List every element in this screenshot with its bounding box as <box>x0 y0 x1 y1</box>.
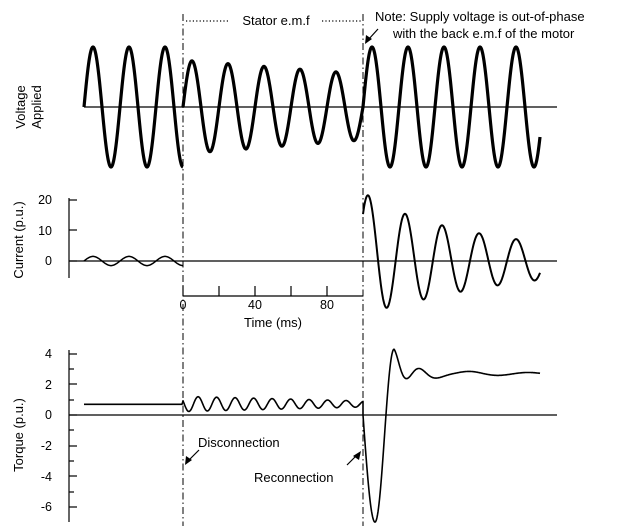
voltage-ylabel-line2: Applied <box>29 85 44 128</box>
current-wave-before <box>83 255 184 267</box>
voltage-wave-after <box>361 45 542 169</box>
note-line-2: with the back e.m.f of the motor <box>392 26 575 41</box>
current-ytick-label-0: 0 <box>45 254 52 268</box>
note-line-1: Note: Supply voltage is out-of-phase <box>375 9 585 24</box>
stator-emf-label: Stator e.m.f <box>242 13 310 28</box>
note-arrowhead <box>365 35 372 44</box>
time-tick-label-0: 0 <box>180 298 187 312</box>
torque-ytick-label-4: 4 <box>45 347 52 361</box>
current-ytick-label-10: 10 <box>38 224 52 238</box>
voltage-ylabel-line1: Voltage <box>13 85 28 128</box>
torque-curve <box>84 348 541 523</box>
voltage-wave-before <box>82 45 185 169</box>
torque-ytick-label-0: 0 <box>45 408 52 422</box>
time-tick-label-40: 40 <box>248 298 262 312</box>
current-ytick-label-20: 20 <box>38 193 52 207</box>
voltage-wave-stator-emf <box>181 59 365 154</box>
torque-ytick-label-2: 2 <box>45 378 52 392</box>
time-tick-label-80: 80 <box>320 298 334 312</box>
torque-ylabel: Torque (p.u.) <box>11 398 26 472</box>
torque-ytick-label-m2: -2 <box>41 439 52 453</box>
voltage-panel: Stator e.m.f Note: Supply voltage is out… <box>13 9 585 169</box>
torque-ytick-label-m6: -6 <box>41 500 52 514</box>
disconnection-arrowhead <box>185 456 192 465</box>
disconnection-label: Disconnection <box>198 435 280 450</box>
reconnection-arrowhead <box>353 451 361 460</box>
reconnection-label: Reconnection <box>254 470 334 485</box>
current-wave-after <box>362 194 541 309</box>
torque-panel: 4 2 0 -2 -4 -6 Disconnection Reconnectio… <box>11 347 557 523</box>
current-ylabel: Current (p.u.) <box>11 201 26 278</box>
current-panel: 20 10 0 0 40 80 Time (ms) Current (p.u.) <box>11 193 557 330</box>
time-axis-label: Time (ms) <box>244 315 302 330</box>
torque-ytick-label-m4: -4 <box>41 470 52 484</box>
